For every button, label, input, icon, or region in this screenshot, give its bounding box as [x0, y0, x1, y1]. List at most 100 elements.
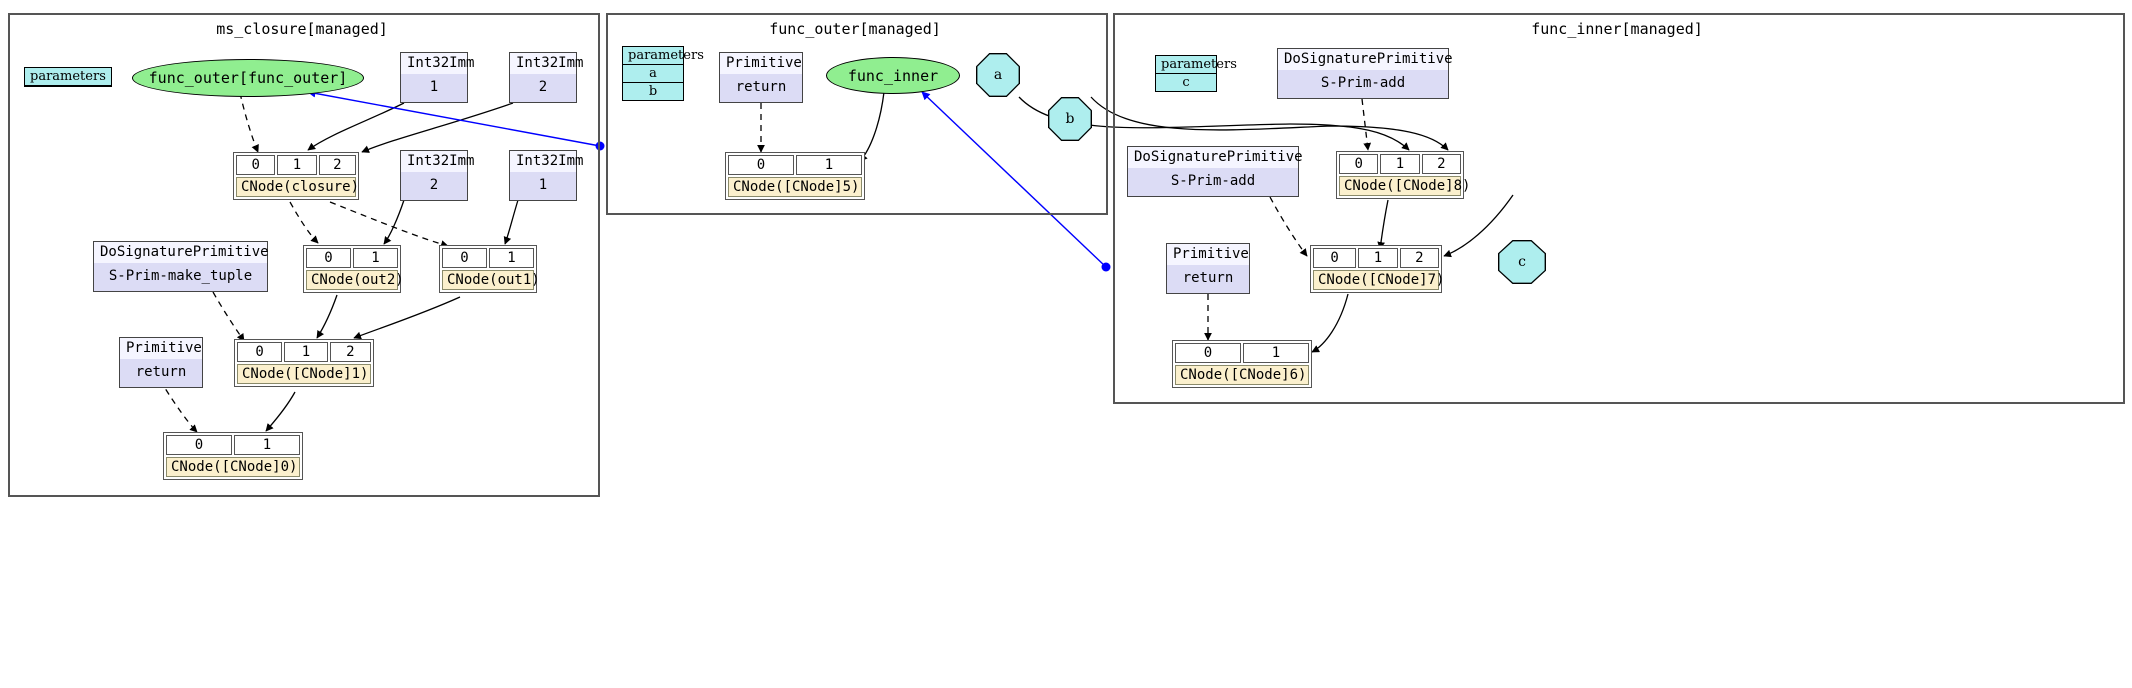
node-primitive-return-c[interactable]: Primitive return — [1166, 243, 1250, 294]
port-0[interactable]: 0 — [306, 248, 351, 268]
int32imm-2a-type: Int32Imm — [510, 53, 583, 74]
node-cnode-0[interactable]: 0 1 CNode([CNode]0) — [163, 432, 303, 480]
node-int32imm-2a[interactable]: Int32Imm 2 — [509, 52, 583, 103]
port-2[interactable]: 2 — [1421, 154, 1461, 174]
node-octagon-a[interactable]: a — [976, 53, 1020, 97]
cnode-7-label: CNode([CNode]7) — [1313, 270, 1444, 290]
node-cnode-7[interactable]: 0 1 2 CNode([CNode]7) — [1310, 245, 1444, 293]
primitive-return-c-type: Primitive — [1167, 244, 1249, 265]
parameter-b: b — [648, 84, 658, 99]
edge-int1b-to-out1 — [503, 199, 519, 245]
edge-out1-to-cnode1-2 — [353, 296, 461, 340]
node-primitive-return-a[interactable]: Primitive return — [119, 337, 203, 388]
port-1[interactable]: 1 — [234, 435, 300, 455]
node-primitive-return-b[interactable]: Primitive return — [719, 52, 803, 103]
node-int32imm-2b[interactable]: Int32Imm 2 — [400, 150, 474, 201]
node-cnode-out1[interactable]: 0 1 CNode(out1) — [439, 245, 540, 293]
port-0[interactable]: 0 — [236, 155, 276, 175]
node-func-inner-ellipse[interactable]: func_inner — [826, 57, 960, 94]
func-inner-parameters: parameters c — [1155, 55, 1237, 92]
cnode-0-label: CNode([CNode]0) — [166, 457, 300, 477]
cnode-closure-label: CNode(closure) — [236, 177, 359, 197]
dosig-add-1-type: DoSignaturePrimitive — [1278, 49, 1453, 70]
node-cnode-8[interactable]: 0 1 2 CNode([CNode]8) — [1336, 151, 1470, 199]
port-1[interactable]: 1 — [1358, 248, 1398, 268]
port-0[interactable]: 0 — [1313, 248, 1357, 268]
octagon-c-label: c — [1518, 254, 1526, 270]
cnode-out1-label: CNode(out1) — [442, 270, 540, 290]
node-dosig-add-2[interactable]: DoSignaturePrimitive S-Prim-add — [1127, 146, 1303, 197]
cnode-0-ports: 0 1 — [166, 435, 300, 455]
port-0[interactable]: 0 — [237, 342, 283, 362]
edge-closure-to-out2 — [289, 201, 319, 244]
octagon-fill — [977, 54, 1019, 96]
primitive-return-a-name: return — [120, 358, 202, 387]
node-cnode-1[interactable]: 0 1 2 CNode([CNode]1) — [234, 339, 374, 387]
fv-edge-dot-2 — [1101, 262, 1111, 272]
node-dosig-add-1[interactable]: DoSignaturePrimitive S-Prim-add — [1277, 48, 1453, 99]
cnode-5-label: CNode([CNode]5) — [728, 177, 862, 197]
int32imm-2a-value: 2 — [510, 73, 576, 102]
edge-cnode8-to-cnode7 — [1377, 199, 1389, 250]
int32imm-1b-value: 1 — [510, 171, 576, 200]
int32imm-1b-type: Int32Imm — [510, 151, 583, 172]
octagon-a-label: a — [993, 67, 1003, 83]
parameter-c: c — [1182, 75, 1190, 90]
int32imm-2b-value: 2 — [401, 171, 467, 200]
edge-c-to-cnode7 — [1443, 194, 1514, 258]
node-cnode-out2[interactable]: 0 1 CNode(out2) — [303, 245, 404, 293]
cluster-func-inner-title: func_inner[managed] — [1531, 20, 1703, 38]
port-1[interactable]: 1 — [284, 342, 328, 362]
node-cnode-5[interactable]: 0 1 CNode([CNode]5) — [725, 152, 865, 200]
dosig-make-tuple-name: S-Prim-make_tuple — [94, 262, 267, 291]
cluster-ms-closure-title: ms_closure[managed] — [216, 20, 388, 38]
edge-int2a-to-closure2 — [361, 102, 514, 153]
node-octagon-b[interactable]: b — [1048, 97, 1092, 141]
port-2[interactable]: 2 — [329, 342, 371, 362]
cnode-1-label: CNode([CNode]1) — [237, 364, 371, 384]
port-1[interactable]: 1 — [277, 155, 317, 175]
cnode-out2-ports: 0 1 — [306, 248, 398, 268]
primitive-return-b-name: return — [720, 73, 802, 102]
edge-cnode1-to-cnode0 — [265, 391, 296, 432]
node-cnode-closure[interactable]: 0 1 2 CNode(closure) — [233, 152, 359, 200]
int32imm-2b-type: Int32Imm — [401, 151, 474, 172]
dosig-add-1-name: S-Prim-add — [1278, 69, 1448, 98]
parameter-a: a — [623, 65, 683, 83]
dosig-add-2-name: S-Prim-add — [1128, 167, 1298, 196]
port-0[interactable]: 0 — [166, 435, 232, 455]
node-octagon-c[interactable]: c — [1498, 240, 1546, 284]
cnode-8-label: CNode([CNode]8) — [1339, 176, 1470, 196]
port-0[interactable]: 0 — [1339, 154, 1379, 174]
port-1[interactable]: 1 — [489, 248, 534, 268]
parameters-header: parameters — [25, 68, 111, 86]
cnode-6-ports: 0 1 — [1175, 343, 1309, 363]
node-int32imm-1a[interactable]: Int32Imm 1 — [400, 52, 474, 103]
port-0[interactable]: 0 — [442, 248, 487, 268]
edge-cnode7-to-cnode6 — [1311, 293, 1349, 353]
port-0[interactable]: 0 — [728, 155, 794, 175]
port-1[interactable]: 1 — [796, 155, 862, 175]
port-1[interactable]: 1 — [353, 248, 398, 268]
port-2[interactable]: 2 — [1399, 248, 1439, 268]
port-1[interactable]: 1 — [1243, 343, 1309, 363]
cnode-closure-ports: 0 1 2 — [236, 155, 357, 175]
fv-edge-dot-1 — [595, 141, 605, 151]
edge-maketuple-to-cnode1 — [212, 291, 245, 342]
port-1[interactable]: 1 — [1380, 154, 1420, 174]
func-outer-parameters: parameters a b — [622, 46, 704, 101]
edge-add2-to-cnode7 — [1269, 196, 1308, 257]
dosig-make-tuple-type: DoSignaturePrimitive — [94, 242, 269, 263]
dosig-add-2-type: DoSignaturePrimitive — [1128, 147, 1303, 168]
node-func-outer-ellipse[interactable]: func_outer[func_outer] — [132, 59, 364, 97]
edge-b-to-cnode8-2 — [1090, 96, 1449, 151]
node-dosig-make-tuple[interactable]: DoSignaturePrimitive S-Prim-make_tuple — [93, 241, 269, 292]
cnode-8-ports: 0 1 2 — [1339, 154, 1461, 174]
port-2[interactable]: 2 — [318, 155, 357, 175]
cnode-5-ports: 0 1 — [728, 155, 862, 175]
node-int32imm-1b[interactable]: Int32Imm 1 — [509, 150, 583, 201]
node-cnode-6[interactable]: 0 1 CNode([CNode]6) — [1172, 340, 1312, 388]
cnode-out1-ports: 0 1 — [442, 248, 534, 268]
port-0[interactable]: 0 — [1175, 343, 1241, 363]
